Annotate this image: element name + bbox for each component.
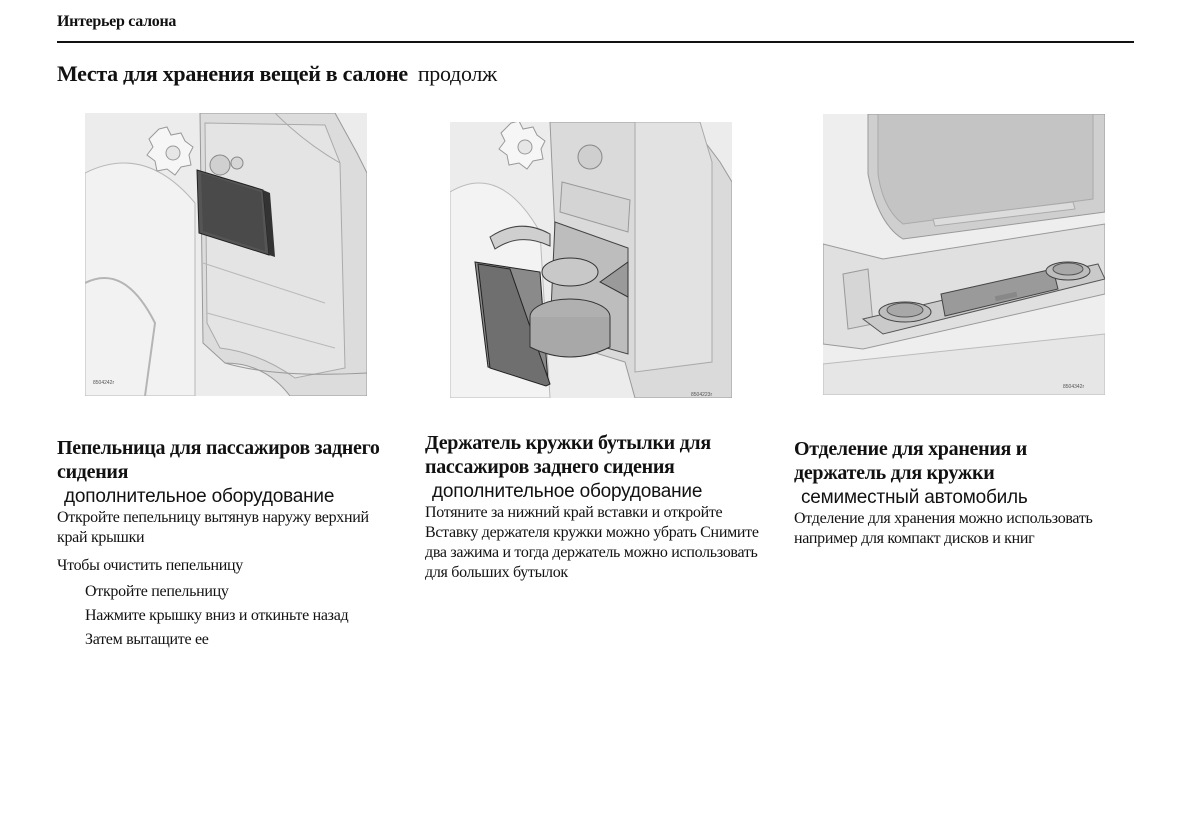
- knob-icon: [146, 126, 194, 176]
- section-paragraph: Отделение для хранения можно использоват…: [794, 510, 1093, 547]
- running-head: Интерьер салона: [57, 13, 177, 30]
- header-rule: [57, 41, 1134, 43]
- section-paragraph: Чтобы очистить пепельницу: [57, 557, 244, 574]
- knob-icon: [498, 122, 546, 170]
- section-heading: Отделение для хранения и держатель для к…: [794, 438, 1028, 484]
- section-option: дополнительное оборудование: [64, 486, 335, 507]
- ashtray-illustration: 8504242r: [85, 113, 367, 396]
- storage-compartment-illustration: 8504342r: [823, 114, 1105, 395]
- section-paragraph: Потяните за нижний край вставки и открой…: [425, 504, 759, 581]
- cup-holder-drawing: 8504223r: [450, 122, 732, 398]
- step-item: Откройте пепельницу: [85, 583, 229, 600]
- steps-list: Откройте пепельницу Нажмите крышку вниз …: [57, 582, 402, 649]
- section-cup-holder: Держатель кружки бутылки для пассажиров …: [425, 431, 770, 583]
- step-item: Затем вытащите ее: [85, 631, 209, 648]
- section-ashtray: Пепельница для пассажиров заднего сидени…: [57, 436, 402, 654]
- cup-holder-illustration: 8504223r: [450, 122, 732, 398]
- page-title: Места для хранения вещей в салоне продолж: [57, 61, 497, 87]
- section-storage: Отделение для хранения и держатель для к…: [794, 437, 1094, 549]
- section-option: семиместный автомобиль: [801, 487, 1028, 508]
- section-option: дополнительное оборудование: [432, 481, 703, 502]
- section-heading: Пепельница для пассажиров заднего сидени…: [57, 437, 380, 483]
- ashtray-drawing: 8504242r: [85, 113, 367, 396]
- figure-code: 8504223r: [691, 392, 712, 398]
- section-heading: Держатель кружки бутылки для пассажиров …: [425, 432, 711, 478]
- figure-code: 8504242r: [93, 380, 114, 386]
- section-paragraph: Откройте пепельницу вытянув наружу верхн…: [57, 509, 369, 546]
- page-title-main: Места для хранения вещей в салоне: [57, 61, 408, 86]
- figure-code: 8504342r: [1063, 384, 1084, 390]
- storage-compartment-drawing: 8504342r: [823, 114, 1105, 395]
- page-title-continued: продолж: [417, 61, 497, 86]
- step-item: Нажмите крышку вниз и откиньте назад: [85, 607, 349, 624]
